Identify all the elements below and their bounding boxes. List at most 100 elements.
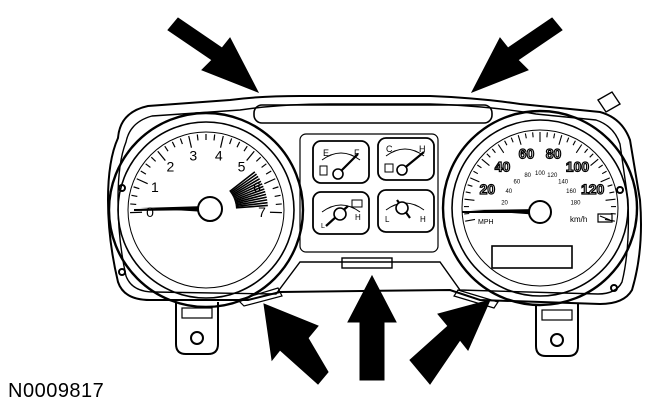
tach-major-tick — [157, 150, 166, 161]
tach-scale-label: 7 — [258, 204, 266, 220]
left-bracket — [175, 302, 219, 355]
tach-redline-segment — [232, 180, 262, 197]
speedo-major-tick — [605, 198, 616, 201]
tach-major-tick — [219, 135, 224, 148]
speedo-major-tick — [604, 218, 615, 222]
tach-scale-label: 3 — [189, 147, 197, 163]
tach-redline-segment — [235, 199, 268, 206]
speedo-bezel-outer — [441, 109, 639, 307]
speedo-ticks — [464, 132, 616, 222]
tach-minor-tick — [272, 186, 279, 190]
tach-minor-tick — [140, 170, 147, 175]
speedo-minor-tick — [467, 184, 473, 187]
speedo-minor-tick — [598, 164, 603, 169]
tach-redline-segment — [235, 196, 267, 205]
connector-tab — [597, 91, 621, 113]
speedo-major-tick — [464, 198, 475, 201]
tach-scale-label: 2 — [167, 159, 175, 175]
left-bracket-hole — [190, 331, 204, 345]
speedo-minor-tick — [607, 184, 613, 187]
tach-minor-tick — [255, 156, 262, 162]
speedo-outer-label: 20 — [480, 181, 496, 197]
speedo-inner-label: 180 — [570, 201, 581, 207]
tach-minor-tick — [131, 194, 138, 198]
speedo-minor-tick — [601, 170, 607, 175]
tach-hub — [197, 196, 223, 222]
speedo-outer-label: 120 — [581, 181, 605, 197]
speedo-minor-tick — [553, 133, 556, 139]
speedo-minor-tick — [510, 137, 514, 143]
tach-scale-label: 5 — [238, 159, 246, 175]
tach-redline-band — [229, 171, 268, 209]
speedo-face — [461, 129, 619, 287]
tach-redline-segment — [232, 183, 263, 199]
speedo-units-right: km/h — [570, 215, 587, 224]
right-bracket-hole — [550, 333, 564, 347]
tach-scale-label: 1 — [151, 179, 159, 195]
tach-minor-tick — [150, 156, 157, 162]
speedo-inner-label: 60 — [514, 179, 521, 185]
fuel-gauge: E F — [312, 140, 370, 184]
speedo-major-tick — [481, 158, 490, 166]
speedo-minor-tick — [584, 148, 589, 154]
mounting-brackets — [175, 302, 579, 357]
lower-connector — [341, 257, 393, 269]
tach-redline-segment — [231, 178, 260, 196]
tach-minor-tick — [274, 194, 281, 198]
speedo-inner-label: 40 — [505, 189, 512, 195]
tach-redline-segment — [233, 188, 265, 201]
tach-minor-tick — [236, 141, 241, 148]
speedo-inner-label: 140 — [558, 179, 569, 185]
temp-cold-label: C — [386, 144, 393, 154]
speedo-minor-tick — [473, 170, 479, 175]
tach-minor-tick — [196, 134, 199, 141]
tach-ticks — [130, 134, 282, 214]
speedo-minor-tick — [566, 137, 570, 143]
speedo-minor-tick — [477, 164, 482, 169]
speedo-outer-label: 40 — [495, 158, 511, 174]
speedo-major-tick — [469, 177, 480, 183]
arrow-bottom-center — [347, 274, 397, 381]
arrow-bottom-left — [263, 303, 329, 385]
figure-id: N0009817 — [8, 380, 105, 402]
voltage-gauge: L H — [312, 191, 370, 235]
right-bracket — [535, 304, 579, 357]
speedo-major-tick — [590, 158, 599, 166]
tach-scale-label: 0 — [146, 204, 154, 220]
tach-redline-segment — [235, 204, 268, 209]
tach-redline-segment — [229, 173, 258, 194]
speedo-minor-tick — [504, 140, 508, 146]
speedo-major-tick — [517, 135, 522, 145]
oil-pressure-gauge: L H — [377, 189, 435, 233]
speedo-outer-label: 100 — [566, 158, 590, 174]
speedo-outer-label: 80 — [546, 146, 562, 162]
tach-minor-tick — [261, 163, 267, 168]
speedo-inner-label: 120 — [547, 173, 558, 179]
speedo-major-tick — [600, 177, 611, 183]
tach-minor-tick — [171, 141, 176, 148]
temp-gauge: C H — [377, 137, 435, 181]
speedo-minor-tick — [491, 148, 496, 154]
speedo-bezel-inner — [451, 119, 629, 297]
speedo-inner-label: 100 — [535, 171, 546, 177]
fuel-empty-label: E — [323, 148, 329, 158]
tach-redline-segment — [233, 185, 264, 200]
arrow-top-right — [470, 17, 563, 93]
speedo-minor-tick — [609, 191, 615, 194]
housing-outer — [106, 95, 642, 306]
speedo-units-left: MPH — [478, 219, 494, 226]
tach-major-tick — [136, 178, 148, 185]
tach-minor-tick — [229, 138, 233, 145]
speedo-minor-tick — [572, 140, 576, 146]
tach-minor-tick — [265, 170, 272, 175]
speedo-inner-label: 20 — [501, 201, 508, 207]
indicator-icon — [597, 213, 613, 223]
tach-minor-tick — [164, 145, 169, 152]
tach-redline-segment — [234, 190, 266, 202]
tach-major-tick — [246, 150, 255, 161]
tach-minor-tick — [145, 163, 151, 168]
